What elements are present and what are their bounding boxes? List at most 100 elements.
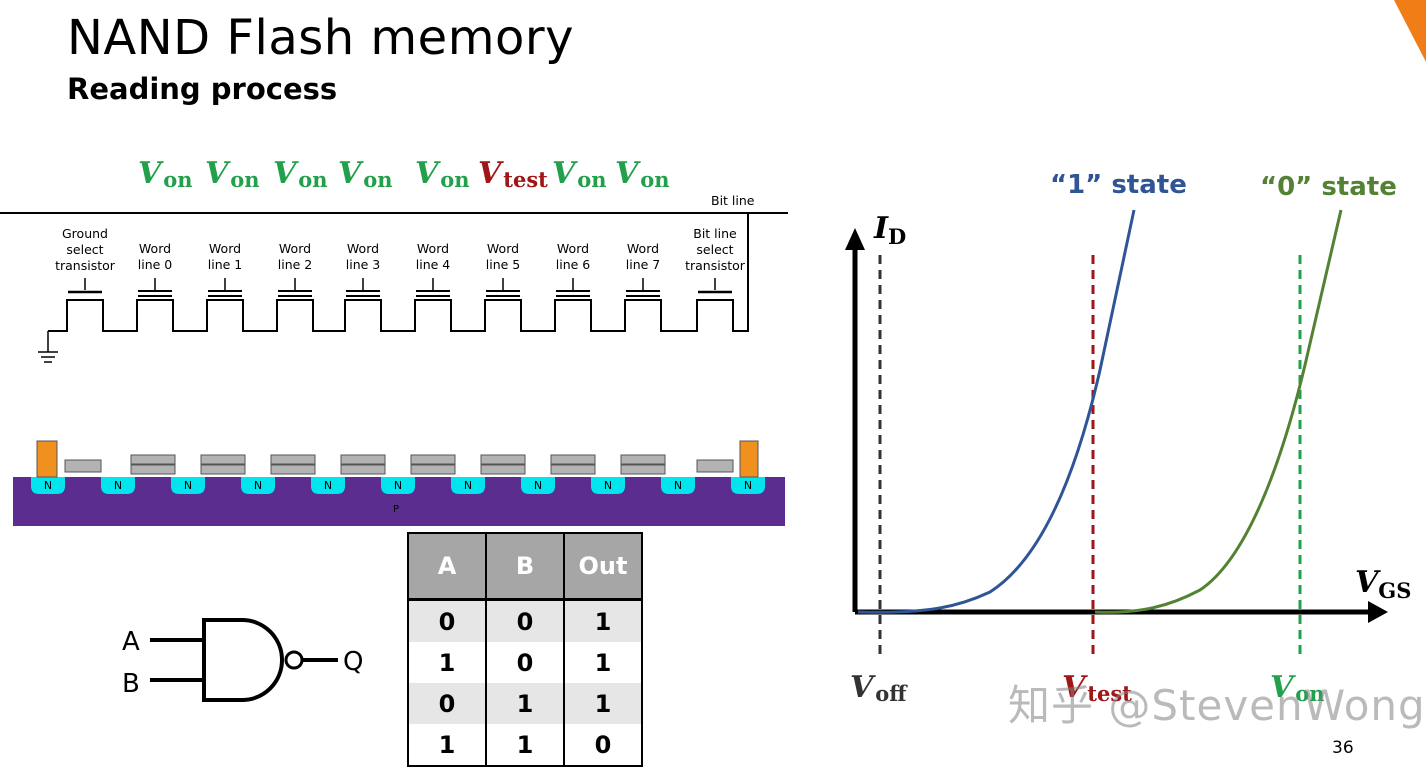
n-well-label: N [534,479,542,492]
state-1-label: “1” state [1050,170,1187,200]
select-gate-oxide [696,459,734,473]
cell-out: 0 [564,724,643,767]
nand-input-b-label: B [122,669,140,699]
floating-gate [620,464,666,475]
n-well-label: N [114,479,122,492]
n-well [31,477,65,494]
control-gate [550,454,596,465]
n-well-label: N [744,479,752,492]
page-number: 36 [1332,738,1354,758]
marker-label: Voff [850,670,908,706]
nand-input-a-label: A [122,627,140,657]
n-well-label: N [674,479,682,492]
x-axis-label: VGS [1355,565,1411,603]
slide-title: NAND Flash memory [67,10,574,66]
voltage-marker-labels: Voff Vtest Von [850,670,1325,706]
gate-voltage-label: Von [338,156,393,192]
floating-gate [270,464,316,475]
select-gate-oxide [64,459,102,473]
cell-a: 0 [407,599,487,642]
gate-voltage-label: Von [615,156,670,192]
n-well [661,477,695,494]
header-a: A [407,532,487,601]
bit-line-select-gate [739,440,759,478]
control-gate [270,454,316,465]
n-well [451,477,485,494]
n-well-label: N [604,479,612,492]
control-gate [480,454,526,465]
state-0-label: “0” state [1260,172,1397,202]
bit-line-label: Bit line [711,193,755,208]
state-0-curve [1094,209,1343,614]
header-b: B [486,532,565,601]
n-well [241,477,275,494]
state-1-curve [857,209,1136,614]
n-well [381,477,415,494]
floating-gate [550,464,596,475]
y-axis-label: ID [873,211,906,249]
n-well [731,477,765,494]
cell-b: 1 [486,683,565,724]
n-well [591,477,625,494]
cell-b: 1 [486,724,565,767]
cell-out: 1 [564,599,643,642]
control-gate [340,454,386,465]
table-row: 1 1 0 [407,724,643,767]
ground-select-gate [36,440,58,478]
n-well [171,477,205,494]
cell-a: 1 [407,642,487,683]
truth-table-header: A B Out [407,532,643,601]
control-gate [410,454,456,465]
cell-a: 1 [407,724,487,767]
control-gate [620,454,666,465]
cell-out: 1 [564,642,643,683]
table-row: 0 1 1 [407,683,643,724]
p-label: P [393,504,399,515]
gate-voltage-label: Von [415,156,470,192]
cell-b: 0 [486,642,565,683]
gate-voltage-label: Vtest [478,156,548,192]
marker-label: Von [1270,670,1325,706]
n-well-label: N [44,479,52,492]
floating-gate [480,464,526,475]
iv-characteristic-chart: “1” state “0” state ID VGS Voff Vtest Von [845,170,1411,706]
slide-subtitle: Reading process [67,72,338,106]
watermark: 知乎 @StevenWong [1008,681,1426,730]
n-well [311,477,345,494]
gate-voltage-label: Von [273,156,328,192]
floating-gate [410,464,456,475]
n-well-label: N [394,479,402,492]
n-well-label: N [184,479,192,492]
control-gate [130,454,176,465]
n-well-label: N [324,479,332,492]
marker-label: Vtest [1062,670,1132,706]
table-row: 0 0 1 [407,599,643,642]
n-well-label: N [254,479,262,492]
gate-voltage-label: Von [138,156,193,192]
gate-voltage-label: Von [552,156,607,192]
control-gate [200,454,246,465]
cell-b: 0 [486,599,565,642]
floating-gate [200,464,246,475]
y-axis-arrow [845,228,865,250]
nand-output-label: Q [343,647,363,677]
cell-out: 1 [564,683,643,724]
nand-gate-symbol: A B Q [122,618,363,702]
gate-voltage-label: Von [205,156,260,192]
table-row: 1 0 1 [407,642,643,683]
header-out: Out [564,532,643,601]
floating-gate [130,464,176,475]
